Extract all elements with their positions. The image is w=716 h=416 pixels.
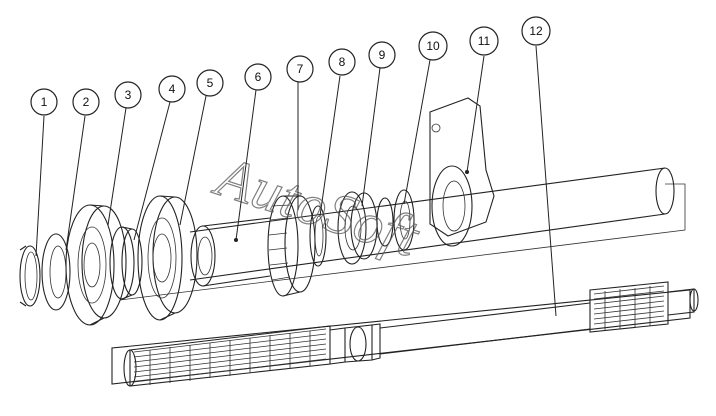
callout-4-label: 4 (169, 82, 176, 96)
callout-9: 9 (368, 41, 396, 69)
callout-3-label: 3 (125, 88, 132, 102)
right-spline-teeth (593, 285, 665, 331)
bearing-2 (137, 195, 198, 321)
left-spline-teeth (133, 328, 327, 385)
callout-1: 1 (30, 88, 58, 116)
callout-10-label: 10 (426, 39, 440, 53)
lever-arm (429, 97, 495, 247)
callout-11: 11 (469, 26, 499, 56)
callout-7-label: 7 (297, 62, 304, 76)
splined-shaft (111, 281, 699, 387)
callout-5: 5 (196, 69, 224, 97)
callout-2-label: 2 (83, 95, 90, 109)
callout-7: 7 (286, 55, 314, 83)
bearing-1 (65, 204, 127, 326)
callout-9-label: 9 (379, 48, 386, 62)
callout-12: 12 (521, 16, 551, 46)
spacer-ring (309, 205, 327, 267)
callout-2: 2 (72, 88, 100, 116)
callout-1-label: 1 (41, 95, 48, 109)
callout-12-label: 12 (529, 24, 543, 38)
sleeve (190, 217, 271, 287)
callout-3: 3 (114, 81, 142, 109)
collar (109, 226, 143, 300)
snap-ring (19, 245, 41, 307)
callout-4: 4 (158, 75, 186, 103)
callout-11-label: 11 (478, 34, 491, 48)
callout-6: 6 (244, 63, 272, 91)
callout-5-label: 5 (207, 76, 214, 90)
callout-6-label: 6 (255, 70, 262, 84)
callout-8: 8 (328, 48, 356, 76)
callout-8-label: 8 (339, 55, 346, 69)
leader-lines (35, 45, 557, 317)
watermark: AutoSoft (206, 142, 428, 270)
callout-10: 10 (418, 31, 448, 61)
